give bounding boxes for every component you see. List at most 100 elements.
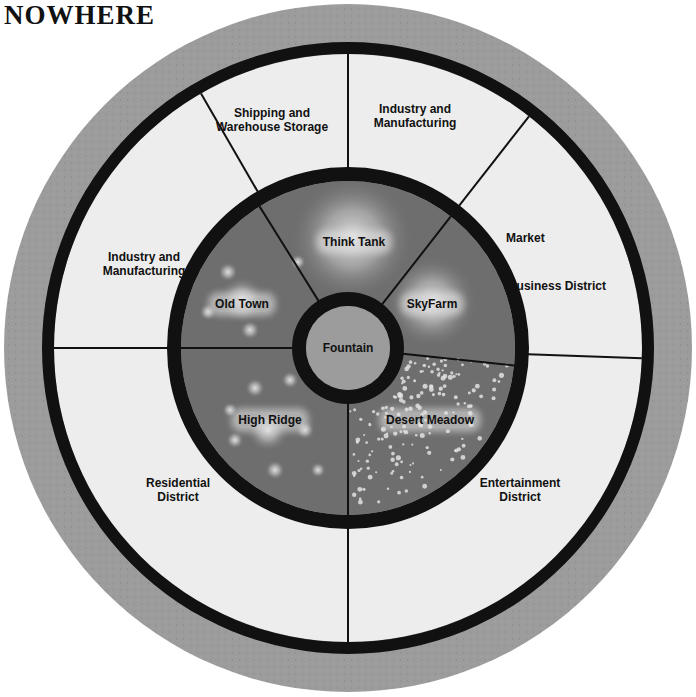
district-divider (382, 216, 451, 304)
meadow-dot (353, 453, 356, 456)
meadow-dot (420, 370, 423, 373)
map-title: NOWHERE (4, 0, 155, 31)
district-label: Industry and Manufacturing (92, 250, 196, 279)
meadow-dot (430, 370, 434, 374)
meadow-dot (429, 387, 434, 392)
meadow-dot (442, 369, 444, 371)
meadow-dot (394, 396, 397, 399)
meadow-dot (462, 444, 466, 448)
meadow-dot (441, 376, 446, 381)
meadow-dot (416, 394, 420, 398)
meadow-dot (357, 487, 362, 492)
district-divider (403, 354, 514, 366)
district-label: SkyFarm (404, 296, 461, 312)
meadow-dot (362, 488, 365, 491)
meadow-dot (366, 459, 369, 462)
meadow-dot (395, 462, 399, 466)
district-divider (347, 54, 349, 168)
meadow-dot (422, 484, 427, 489)
meadow-dot (409, 471, 411, 473)
district-label: Business District (506, 279, 606, 293)
meadow-dot (450, 457, 454, 461)
district-divider (181, 347, 293, 349)
meadow-dot (417, 405, 422, 410)
meadow-dot (368, 454, 371, 457)
district-region: Think Tank (309, 234, 399, 250)
meadow-dot (415, 434, 418, 437)
meadow-dot (443, 384, 447, 388)
meadow-dot (450, 371, 453, 374)
meadow-dot (397, 491, 401, 495)
meadow-dot (381, 406, 385, 410)
meadow-dot (402, 400, 406, 404)
meadow-dot (388, 445, 392, 449)
meadow-dot (446, 429, 450, 433)
meadow-dot (392, 470, 395, 473)
meadow-dot (412, 462, 414, 464)
meadow-dot (390, 407, 394, 411)
meadow-dot (411, 444, 413, 446)
meadow-dot (492, 387, 496, 391)
district-divider (347, 403, 349, 515)
meadow-dot (492, 378, 496, 382)
district-divider (459, 116, 529, 206)
meadow-dot (440, 469, 442, 471)
fountain-basin (306, 306, 390, 390)
district-region: Residential District (131, 476, 225, 505)
outer-wall (42, 42, 654, 654)
meadow-dot (372, 410, 375, 413)
meadow-dot (363, 434, 365, 436)
meadow-dot (486, 364, 489, 367)
fountain-label: Fountain (323, 341, 374, 355)
meadow-dot (352, 493, 356, 497)
meadow-dot (409, 360, 413, 364)
meadow-dot (404, 430, 408, 434)
district-label: Desert Meadow (383, 412, 477, 428)
meadow-dot (455, 373, 457, 375)
meadow-dot (442, 393, 446, 397)
meadow-dot (353, 474, 355, 476)
meadow-dot (401, 382, 403, 384)
outer-districts (54, 54, 642, 642)
meadow-dot (428, 366, 430, 368)
meadow-dot (426, 446, 429, 449)
light-glow (310, 462, 326, 478)
meadow-dot (468, 392, 471, 395)
meadow-dot (440, 360, 443, 363)
meadow-dot (393, 431, 397, 435)
meadow-dot (472, 388, 476, 392)
meadow-dot (390, 457, 394, 461)
light-glow (265, 460, 285, 480)
meadow-dot (386, 432, 388, 434)
meadow-dot (400, 460, 403, 463)
district-label: Market (506, 231, 606, 245)
meadow-dot (427, 451, 431, 455)
meadow-dot (461, 455, 466, 460)
district-region: Old Town (202, 296, 282, 312)
meadow-dot (420, 391, 424, 395)
meadow-dot (360, 468, 362, 470)
meadow-dot (353, 408, 356, 411)
meadow-dot (403, 430, 405, 432)
district-region: Entertainment District (468, 476, 572, 505)
meadow-dot (377, 437, 380, 440)
district-region: Industry and Manufacturing (92, 250, 196, 279)
meadow-dot (461, 438, 463, 440)
meadow-dot (377, 500, 380, 503)
meadow-dot (409, 395, 413, 399)
meadow-dot (467, 404, 471, 408)
district-label: Entertainment District (468, 476, 572, 505)
meadow-dot (408, 406, 413, 411)
district-label: High Ridge (235, 412, 304, 428)
meadow-dot (407, 376, 410, 379)
light-glow (218, 262, 238, 282)
meadow-dot (423, 364, 427, 368)
meadow-dot (410, 464, 412, 466)
meadow-dot (367, 467, 370, 470)
meadow-dot (406, 364, 410, 368)
meadow-dot (429, 432, 431, 434)
meadow-dot (376, 412, 379, 415)
meadow-dot (499, 373, 504, 378)
district-region: Fountain (313, 341, 383, 355)
outer-ground (4, 4, 692, 692)
